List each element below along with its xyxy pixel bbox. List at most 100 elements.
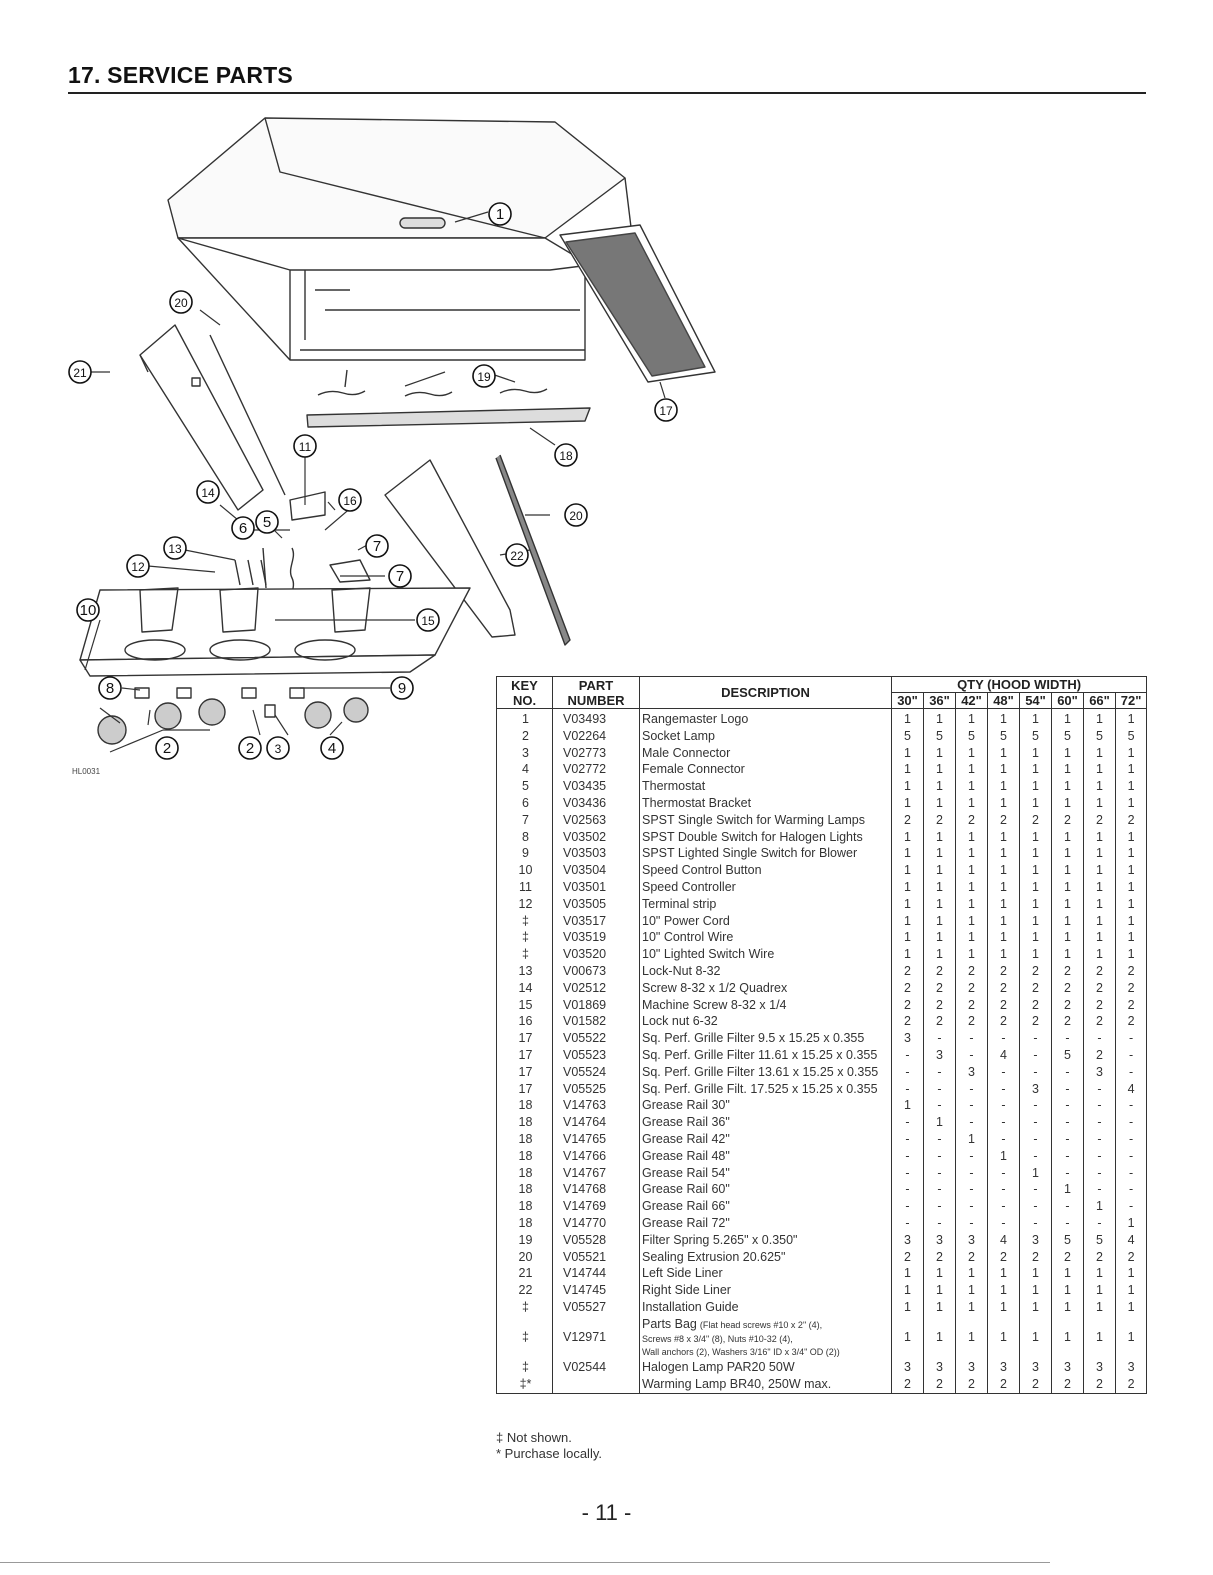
qty-cell: 3 xyxy=(1051,1359,1084,1377)
qty-cell: 1 xyxy=(955,744,988,762)
qty-cell: 3 xyxy=(891,1030,924,1047)
qty-cell: 2 xyxy=(1083,962,1116,980)
description-cell: Sq. Perf. Grille Filter 9.5 x 15.25 x 0.… xyxy=(639,1030,892,1047)
qty-cell: 1 xyxy=(923,1265,956,1283)
qty-cell: - xyxy=(1051,1147,1084,1165)
description-cell: Speed Control Button xyxy=(639,862,892,879)
qty-cell: 1 xyxy=(1019,761,1052,779)
qty-cell: 1 xyxy=(987,862,1020,879)
callout-21: 21 xyxy=(73,366,87,380)
qty-cell: - xyxy=(923,1080,956,1098)
qty-cell: 2 xyxy=(891,962,924,980)
qty-cell: 1 xyxy=(955,845,988,863)
qty-cell: 1 xyxy=(1051,878,1084,896)
qty-cell: 1 xyxy=(1019,912,1052,930)
notes: ‡ Not shown. * Purchase locally. xyxy=(496,1430,602,1462)
qty-cell: 2 xyxy=(955,1248,988,1266)
qty-cell: 1 xyxy=(955,794,988,812)
qty-cell: 1 xyxy=(987,828,1020,846)
qty-cell: 5 xyxy=(1051,727,1084,745)
qty-cell: - xyxy=(987,1030,1020,1047)
qty-cell: 1 xyxy=(1051,1181,1084,1199)
qty-cell: 1 xyxy=(1019,878,1052,896)
qty-cell: - xyxy=(1019,1147,1052,1165)
part-number-cell: V03519 xyxy=(552,929,640,947)
qty-cell: 1 xyxy=(923,946,956,963)
qty-cell: - xyxy=(1051,1097,1084,1115)
description-cell: Machine Screw 8-32 x 1/4 xyxy=(639,996,892,1014)
qty-cell: 1 xyxy=(923,912,956,930)
bottom-rule xyxy=(0,1562,1050,1563)
qty-cell: 2 xyxy=(1019,811,1052,829)
qty-cell: 2 xyxy=(987,962,1020,980)
part-number-cell: V02563 xyxy=(552,811,640,829)
qty-cell: 1 xyxy=(987,761,1020,779)
description-cell: 10" Lighted Switch Wire xyxy=(639,946,892,963)
qty-cell: - xyxy=(955,1181,988,1199)
qty-cell: 1 xyxy=(891,929,924,947)
description-cell: Grease Rail 54" xyxy=(639,1164,892,1182)
qty-cell: - xyxy=(987,1181,1020,1199)
qty-cell: - xyxy=(1051,1030,1084,1047)
qty-cell: 1 xyxy=(891,1282,924,1299)
qty-cell: 1 xyxy=(955,895,988,913)
width-header-6: 60" xyxy=(1051,692,1084,709)
qty-cell: 1 xyxy=(1114,878,1148,896)
description-cell: Halogen Lamp PAR20 50W xyxy=(639,1359,892,1377)
qty-cell: 1 xyxy=(923,1282,956,1299)
qty-cell: 1 xyxy=(1114,1315,1148,1360)
qty-cell: 1 xyxy=(1019,895,1052,913)
qty-cell: 1 xyxy=(1083,946,1116,963)
qty-cell: 1 xyxy=(955,878,988,896)
qty-cell: 3 xyxy=(923,1231,956,1249)
width-header-5: 54" xyxy=(1019,692,1052,709)
section-title: 17. SERVICE PARTS xyxy=(68,62,293,88)
qty-cell: - xyxy=(987,1164,1020,1182)
page-number: - 11 - xyxy=(581,1500,632,1525)
qty-cell: - xyxy=(1083,1147,1116,1165)
qty-cell: 1 xyxy=(987,794,1020,812)
qty-cell: 2 xyxy=(1019,996,1052,1014)
qty-cell: - xyxy=(1114,1164,1148,1182)
qty-cell: 1 xyxy=(1019,828,1052,846)
part-number-cell: V05527 xyxy=(552,1298,640,1316)
qty-cell: 1 xyxy=(1114,1265,1148,1283)
qty-cell: 5 xyxy=(1083,1231,1116,1249)
qty-cell: 5 xyxy=(1114,727,1148,745)
qty-cell: - xyxy=(955,1214,988,1232)
qty-cell: 1 xyxy=(1019,1298,1052,1316)
qty-cell: 2 xyxy=(1083,1248,1116,1266)
part-number-cell: V14763 xyxy=(552,1097,640,1115)
qty-cell: - xyxy=(987,1080,1020,1098)
qty-cell: 1 xyxy=(1083,828,1116,846)
qty-cell: - xyxy=(987,1198,1020,1215)
callout-17: 17 xyxy=(659,404,673,418)
qty-cell: - xyxy=(1051,1114,1084,1131)
qty-cell: 1 xyxy=(955,929,988,947)
qty-cell: 3 xyxy=(955,1359,988,1377)
qty-cell: 1 xyxy=(1019,862,1052,879)
key-cell: 18 xyxy=(496,1130,553,1148)
description-cell: Sq. Perf. Grille Filter 11.61 x 15.25 x … xyxy=(639,1046,892,1064)
key-cell: 14 xyxy=(496,979,553,997)
part-number-cell: V03504 xyxy=(552,862,640,879)
description-cell: Sealing Extrusion 20.625" xyxy=(639,1248,892,1266)
qty-cell: 2 xyxy=(987,979,1020,997)
qty-cell: 3 xyxy=(923,1046,956,1064)
key-cell: 6 xyxy=(496,794,553,812)
qty-cell: 2 xyxy=(1083,811,1116,829)
key-cell: 9 xyxy=(496,845,553,863)
qty-cell: 1 xyxy=(1114,708,1148,728)
parts-bag-note: (Flat head screws #10 x 2" (4), xyxy=(699,1319,823,1330)
part-number-cell: V02772 xyxy=(552,761,640,779)
width-header-2: 36" xyxy=(923,692,956,709)
qty-cell: - xyxy=(1019,1114,1052,1131)
qty-cell: 1 xyxy=(1019,1282,1052,1299)
qty-cell: 2 xyxy=(1114,1248,1148,1266)
qty-cell: 1 xyxy=(987,1298,1020,1316)
